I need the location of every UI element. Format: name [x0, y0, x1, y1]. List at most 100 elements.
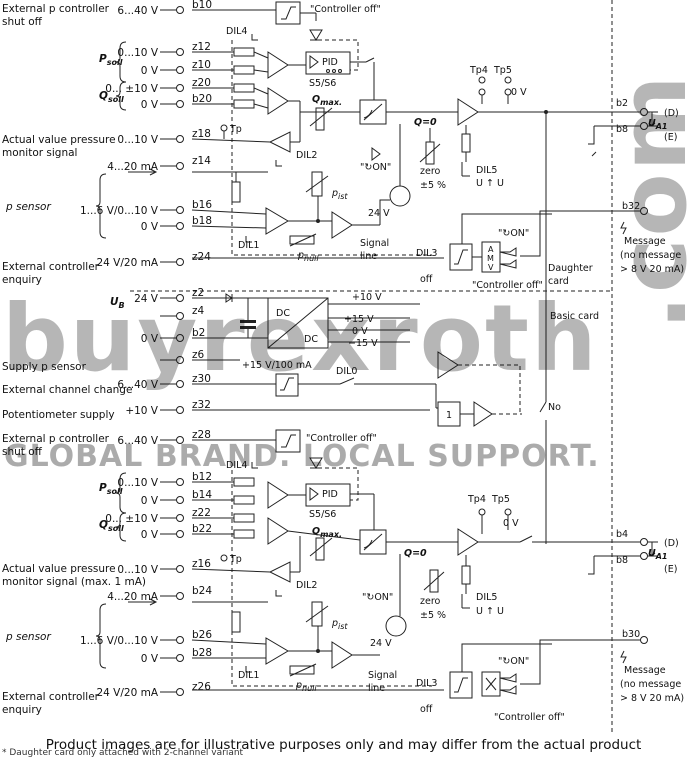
signal-terminal: [176, 380, 184, 388]
svg-text:M: M: [487, 254, 494, 263]
signal-value: 4...20 mA: [107, 591, 159, 603]
pnull-label-2: pnull: [295, 680, 317, 693]
zero-pct-label-2: ±5 %: [420, 610, 446, 621]
label-psensor-1: p sensor: [5, 201, 51, 213]
signal-value: 1...6 V/0...10 V: [80, 635, 159, 647]
message-bot-b: (no message: [620, 679, 681, 690]
qmax-label-1: Qmax.: [312, 94, 342, 107]
zero-v-label-1: 0 V: [511, 87, 527, 98]
signal-pin: z20: [192, 77, 211, 89]
label-ub: UB: [110, 296, 125, 310]
watermark-brand: buyrexroth: [2, 285, 598, 392]
signal-pin: b2: [192, 327, 205, 339]
signal-pin: b20: [192, 93, 212, 105]
label-psensor-2: p sensor: [5, 631, 51, 643]
pin-b2: b2: [616, 98, 628, 109]
message-bot-c: > 8 V 20 mA): [620, 693, 684, 704]
pid-label-2: PID: [322, 489, 338, 500]
dc-label-b: DC: [304, 334, 318, 345]
signal-terminal: [176, 334, 184, 342]
supply-val-label: +15 V/100 mA: [242, 360, 312, 371]
dil3-label-2: DIL3: [416, 678, 437, 689]
pin-b8-top: b8: [616, 124, 628, 135]
tp4-label-2: Tp4: [467, 494, 486, 505]
zero-v-label-2: 0 V: [503, 518, 519, 529]
dil1-label-2: DIL1: [238, 670, 259, 681]
signal-pin: z30: [192, 373, 211, 385]
signal-pin: b26: [192, 629, 212, 641]
signal-value: 0 V: [141, 495, 159, 507]
brace-p-soll-2: [115, 472, 127, 514]
e-label-top: (E): [664, 132, 677, 143]
signal-value: 0...10 V: [117, 477, 158, 489]
signal-terminal: [176, 66, 184, 74]
signal-terminal: [176, 222, 184, 230]
pnull-label-1: pnull: [297, 250, 319, 263]
dil5-map-2: U ↑ U: [476, 606, 504, 617]
signal-terminal: [176, 100, 184, 108]
signal-pin: z6: [192, 349, 205, 361]
watermark-tagline: GLOBAL BRAND. LOCAL SUPPORT.: [4, 439, 600, 474]
signal-value: 0 V: [141, 529, 159, 541]
e-label-bot: (E): [664, 564, 677, 575]
v24-label-1: 24 V: [368, 208, 390, 219]
one-label: 1: [446, 410, 452, 421]
signal-pin: z4: [192, 305, 205, 317]
signal-terminal: [176, 636, 184, 644]
signal-pin: z2: [192, 287, 204, 299]
dil4-label-2: DIL4: [226, 460, 247, 471]
signal-value: 1...6 V/0...10 V: [80, 205, 159, 217]
signal-pin: b10: [192, 0, 212, 11]
signal-pin: b14: [192, 489, 212, 501]
right-side: b2 b8 b32 b4 b8 b30 (D) (E) (D) (E) UA1 …: [548, 0, 684, 735]
signal-value: 0...10 V: [117, 47, 158, 59]
label-channel: External channel change: [2, 384, 132, 396]
signal-terminal: [176, 592, 184, 600]
label-supply: Supply p sensor: [2, 361, 87, 373]
u-label-bot: UA1: [648, 548, 667, 561]
svg-text:V: V: [488, 263, 494, 272]
label-ext-shutoff-1b: shut off: [2, 16, 43, 28]
signal-pin: b18: [192, 215, 212, 227]
d-label-top: (D): [664, 108, 679, 119]
zero-pct-label-1: ±5 %: [420, 180, 446, 191]
footer-disclaimer: Product images are for illustrative purp…: [45, 737, 642, 753]
pin-b30: b30: [622, 629, 640, 640]
signal-pin: z22: [192, 507, 211, 519]
pid-label-1: PID: [322, 57, 338, 68]
dil1-label-1: DIL1: [238, 240, 259, 251]
svg-text:A: A: [488, 245, 494, 254]
ctrl-off-label-1: "Controller off": [310, 4, 381, 15]
off-label-2: off: [420, 704, 433, 715]
qmax-label-2: Qmax.: [312, 526, 342, 539]
daughter-label-b: card: [548, 276, 569, 287]
label-actual-2a: Actual value pressure: [2, 563, 116, 575]
signal-terminal: [176, 514, 184, 522]
tp-label-1: Tp: [229, 124, 242, 135]
message-bot-a: Message: [624, 665, 666, 676]
dil3-label-1: DIL3: [416, 248, 437, 259]
signal-terminal: [176, 162, 184, 170]
rail-10-label: +10 V: [352, 292, 382, 303]
signal-terminal: [176, 294, 184, 302]
s5s6-label-1: S5/S6: [309, 78, 336, 89]
dil5-map-1: U ↑ U: [476, 178, 504, 189]
v24-label-2: 24 V: [370, 638, 392, 649]
signal-pin: b22: [192, 523, 212, 535]
signal-pin: z10: [192, 59, 211, 71]
signal-value: 0 V: [141, 653, 159, 665]
label-enquiry-1b: enquiry: [2, 274, 42, 286]
label-q-soll-2: Qsoll: [99, 519, 124, 533]
signal-terminal: [176, 436, 184, 444]
dil5-label-1: DIL5: [476, 165, 497, 176]
signal-value: 0... ±10 V: [105, 513, 159, 525]
tp5-label-2: Tp5: [491, 494, 510, 505]
label-enquiry-2a: External controller: [2, 691, 100, 703]
signal-terminal: [176, 496, 184, 504]
signal-value: 0... ±10 V: [105, 83, 159, 95]
brace-psensor-1: [95, 173, 107, 239]
signal-terminal: [176, 356, 184, 364]
label-ext-shutoff-1a: External p controller: [2, 3, 110, 15]
input-arrow-2: [128, 598, 158, 606]
